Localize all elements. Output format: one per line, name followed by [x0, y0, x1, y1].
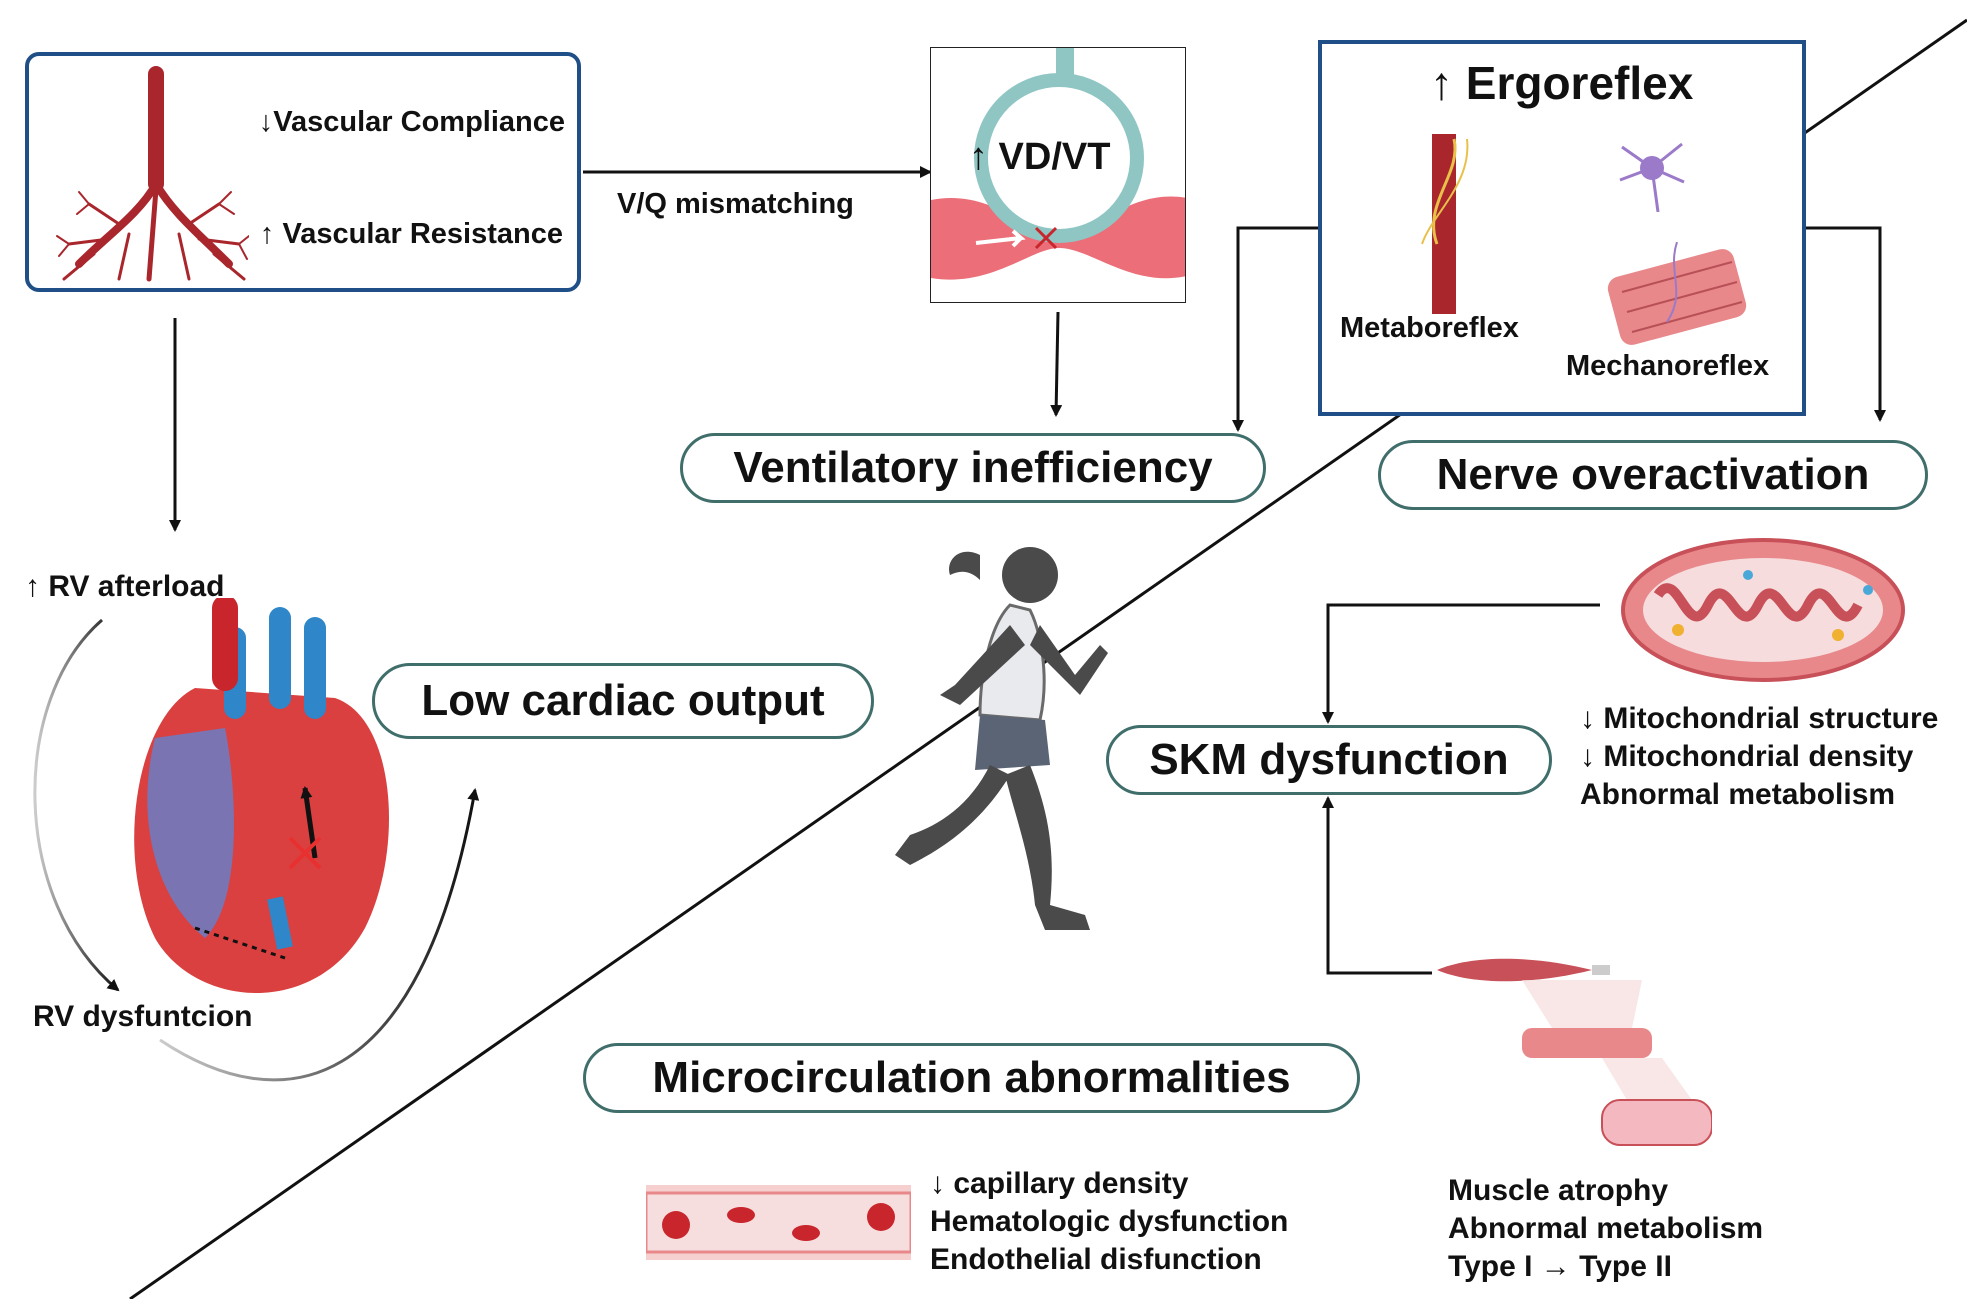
rv-dysfunction-label: RV dysfuntcion [33, 1000, 253, 1033]
arrow-ergo-ventilatory [1232, 226, 1318, 432]
capillary-line: Endothelial disfunction [930, 1243, 1262, 1276]
muscle-fiber-bundle-icon [1607, 242, 1747, 345]
pulmonary-vascular-box: ↓Vascular Compliance ↑ Vascular Resistan… [25, 52, 581, 292]
mito-line: ↓ Mitochondrial density [1580, 740, 1914, 773]
heart-icon [134, 598, 389, 993]
mechanoreflex-label: Mechanoreflex [1566, 350, 1770, 382]
vascular-resistance-label: ↑ Vascular Resistance [259, 218, 563, 250]
microcirculation-abnormalities-node: Microcirculation abnormalities [583, 1043, 1360, 1113]
mitochondria-text: ↓ Mitochondrial structure ↓ Mitochondria… [1580, 700, 1938, 814]
low-cardiac-output-node: Low cardiac output [372, 663, 874, 739]
arc-to-low-output [159, 788, 480, 1082]
vq-mismatching-label: V/Q mismatching [617, 188, 854, 220]
nerve-overactivation-node: Nerve overactivation [1378, 440, 1928, 510]
mitochondrion-icon [1621, 538, 1905, 682]
muscle-text: Muscle atrophy Abnormal metabolism Type … [1448, 1172, 1763, 1286]
metaboreflex-label: Metaboreflex [1340, 312, 1519, 344]
capillary-text: ↓ capillary density Hematologic dysfunct… [930, 1165, 1288, 1279]
neuron-icon [1619, 142, 1685, 212]
muscle-icon [1437, 958, 1712, 1146]
ventilatory-inefficiency-node: Ventilatory inefficiency [680, 433, 1266, 503]
arrow-mito-skm [1322, 603, 1600, 724]
rv-afterload-label: ↑ RV afterload [25, 570, 225, 603]
arrow-to-ventilatory [1050, 311, 1063, 417]
vdvt-box: ↑ VD/VT [930, 47, 1186, 303]
muscle-line: Muscle atrophy [1448, 1174, 1669, 1207]
alveolus-icon [931, 48, 1185, 280]
muscle-line: Abnormal metabolism [1448, 1212, 1764, 1245]
skm-dysfunction-node: SKM dysfunction [1106, 725, 1552, 795]
mito-line: ↓ Mitochondrial structure [1580, 702, 1939, 735]
arc-afterload-to-dysfunction [33, 618, 120, 992]
muscle-line: Type I → Type II [1448, 1250, 1672, 1283]
mito-line: Abnormal metabolism [1580, 778, 1896, 811]
pulmonary-vessel-tree-icon [56, 66, 249, 282]
arrow-ergo-nerve [1806, 226, 1886, 422]
ergoreflex-title: ↑ Ergoreflex [1430, 57, 1694, 109]
arrow-muscle-skm [1322, 796, 1432, 975]
capillary-line: Hematologic dysfunction [930, 1205, 1289, 1238]
ergoreflex-box: ↑ Ergoreflex Metaboreflex Mechanoreflex [1318, 40, 1806, 416]
capillary-line: ↓ capillary density [930, 1167, 1189, 1200]
vdvt-label: ↑ VD/VT [969, 136, 1111, 178]
vascular-compliance-label: ↓Vascular Compliance [258, 106, 565, 138]
artery-nerve-icon [1421, 134, 1469, 314]
runner-icon [895, 547, 1108, 930]
capillary-icon [646, 1185, 911, 1260]
